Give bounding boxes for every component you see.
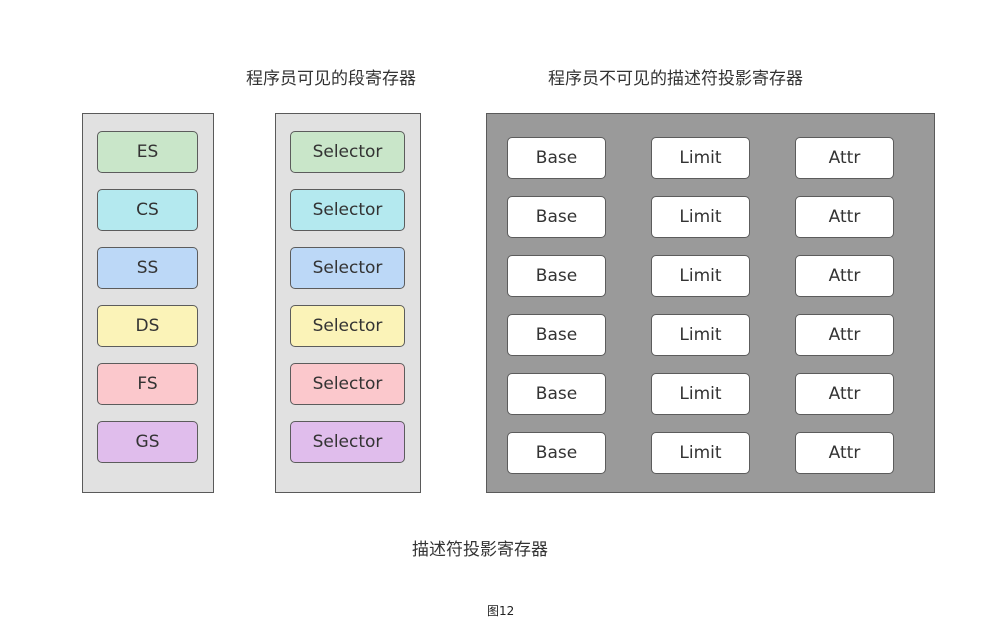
selector-fs: Selector <box>290 363 405 405</box>
descriptor-attr-ss: Attr <box>795 255 894 297</box>
descriptor-base-es: Base <box>507 137 606 179</box>
descriptor-attr-ds: Attr <box>795 314 894 356</box>
selector-es: Selector <box>290 131 405 173</box>
segment-register-ss: SS <box>97 247 198 289</box>
descriptor-attr-cs: Attr <box>795 196 894 238</box>
selector-cs: Selector <box>290 189 405 231</box>
descriptor-base-ds: Base <box>507 314 606 356</box>
segment-register-cs: CS <box>97 189 198 231</box>
descriptor-base-cs: Base <box>507 196 606 238</box>
selector-ds: Selector <box>290 305 405 347</box>
selector-ss: Selector <box>290 247 405 289</box>
descriptor-registers-label: 描述符投影寄存器 <box>412 540 548 560</box>
descriptor-limit-cs: Limit <box>651 196 750 238</box>
segment-register-es: ES <box>97 131 198 173</box>
segment-register-ds: DS <box>97 305 198 347</box>
descriptor-base-gs: Base <box>507 432 606 474</box>
descriptor-base-fs: Base <box>507 373 606 415</box>
segment-register-fs: FS <box>97 363 198 405</box>
descriptor-limit-ds: Limit <box>651 314 750 356</box>
figure-caption: 图12 <box>487 604 515 618</box>
segment-register-gs: GS <box>97 421 198 463</box>
descriptor-limit-gs: Limit <box>651 432 750 474</box>
descriptor-limit-ss: Limit <box>651 255 750 297</box>
descriptor-attr-gs: Attr <box>795 432 894 474</box>
selector-gs: Selector <box>290 421 405 463</box>
visible-registers-title: 程序员可见的段寄存器 <box>246 69 416 89</box>
descriptor-limit-es: Limit <box>651 137 750 179</box>
descriptor-limit-fs: Limit <box>651 373 750 415</box>
invisible-registers-title: 程序员不可见的描述符投影寄存器 <box>548 69 803 89</box>
descriptor-attr-fs: Attr <box>795 373 894 415</box>
descriptor-base-ss: Base <box>507 255 606 297</box>
descriptor-attr-es: Attr <box>795 137 894 179</box>
